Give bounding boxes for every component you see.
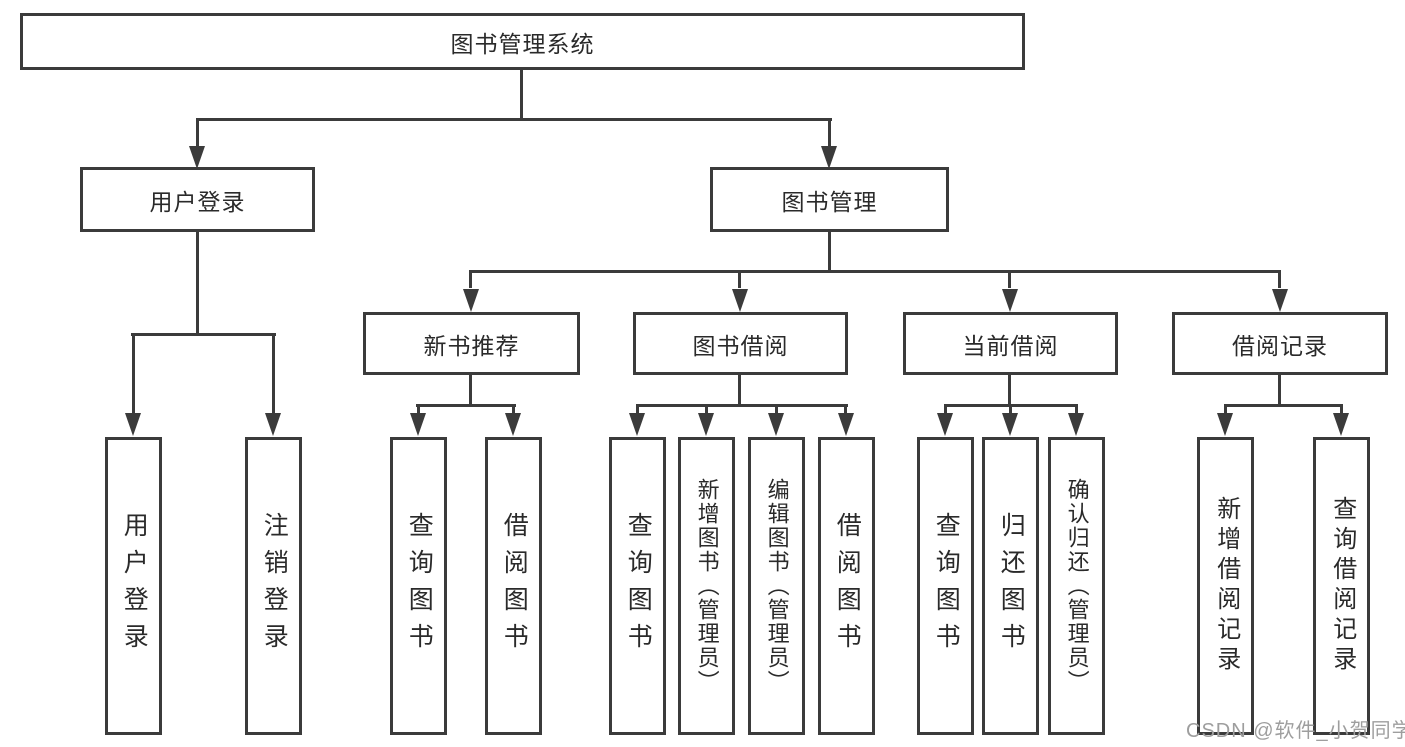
csdn-watermark: CSDN @软件_小贺同学 bbox=[1186, 720, 1405, 742]
connector-stub-query-books-1 bbox=[417, 404, 420, 415]
connector-drop-user-login-leaf bbox=[132, 335, 135, 414]
connector-drop-current-borrowing bbox=[1008, 272, 1011, 288]
arrowhead-to-query-record bbox=[1333, 413, 1349, 436]
leaf-query-books-1-label: 查询图书 bbox=[405, 512, 434, 660]
leaf-logout: 注销登录 bbox=[245, 437, 302, 735]
node-book-management: 图书管理 bbox=[710, 167, 949, 232]
connector-stub-return-books bbox=[1009, 404, 1012, 415]
leaf-return-books: 归还图书 bbox=[982, 437, 1039, 735]
leaf-query-borrow-record-label: 查询借阅记录 bbox=[1328, 496, 1356, 676]
connector-drop-borrowing-records bbox=[1278, 272, 1281, 288]
leaf-query-books-2-label: 查询图书 bbox=[624, 512, 653, 660]
connector-borrowing-records-branch bbox=[1224, 404, 1343, 407]
node-borrowing-records: 借阅记录 bbox=[1172, 312, 1388, 375]
arrowhead-to-logout-leaf bbox=[265, 413, 281, 436]
arrowhead-to-new-book bbox=[463, 289, 479, 312]
connector-level3-branch bbox=[469, 270, 1281, 273]
node-book-borrowing: 图书借阅 bbox=[633, 312, 848, 375]
connector-stub-add-record bbox=[1224, 404, 1227, 415]
arrowhead-to-query-books-3 bbox=[937, 413, 953, 436]
connector-book-borrowing-branch bbox=[636, 404, 848, 407]
node-current-borrowing: 当前借阅 bbox=[903, 312, 1118, 375]
arrowhead-to-confirm-return bbox=[1068, 413, 1084, 436]
connector-stub-query-books-2 bbox=[636, 404, 639, 415]
leaf-add-borrow-record: 新增借阅记录 bbox=[1197, 437, 1254, 735]
leaf-query-books-3-label: 查询图书 bbox=[932, 512, 961, 660]
arrowhead-to-borrow-books-2 bbox=[838, 413, 854, 436]
arrowhead-to-user-login-leaf bbox=[125, 413, 141, 436]
arrowhead-to-edit-books bbox=[768, 413, 784, 436]
leaf-borrow-books-1: 借阅图书 bbox=[485, 437, 542, 735]
connector-drop-new-book bbox=[469, 272, 472, 288]
node-user-login: 用户登录 bbox=[80, 167, 315, 232]
connector-stub-confirm-return bbox=[1075, 404, 1078, 415]
connector-stub-query-books-3 bbox=[944, 404, 947, 415]
leaf-query-books-1: 查询图书 bbox=[390, 437, 447, 735]
leaf-add-borrow-record-label: 新增借阅记录 bbox=[1212, 496, 1240, 676]
connector-new-book-stem bbox=[469, 375, 472, 407]
leaf-confirm-return-admin: 确认归还（管理员） bbox=[1048, 437, 1105, 735]
connector-current-borrowing-stem bbox=[1008, 375, 1011, 407]
leaf-query-borrow-record: 查询借阅记录 bbox=[1313, 437, 1370, 735]
node-new-book-recommendation: 新书推荐 bbox=[363, 312, 580, 375]
leaf-query-books-2: 查询图书 bbox=[609, 437, 666, 735]
arrowhead-to-add-record bbox=[1217, 413, 1233, 436]
connector-user-login-stem bbox=[196, 232, 199, 335]
connector-book-borrowing-stem bbox=[738, 375, 741, 407]
leaf-return-books-label: 归还图书 bbox=[997, 512, 1026, 660]
leaf-add-books-admin: 新增图书（管理员） bbox=[678, 437, 735, 735]
arrowhead-to-book-borrowing bbox=[732, 289, 748, 312]
leaf-edit-books-admin-label: 编辑图书（管理员） bbox=[764, 478, 790, 694]
leaf-confirm-return-admin-label: 确认归还（管理员） bbox=[1064, 478, 1090, 694]
connector-book-management-stem bbox=[828, 232, 831, 272]
leaf-borrow-books-1-label: 借阅图书 bbox=[500, 512, 529, 660]
connector-stub-borrow-books-2 bbox=[844, 404, 847, 415]
connector-stub-borrow-books-1 bbox=[512, 404, 515, 415]
arrowhead-to-add-books bbox=[698, 413, 714, 436]
connector-stub-query-record bbox=[1340, 404, 1343, 415]
leaf-borrow-books-2-label: 借阅图书 bbox=[833, 512, 862, 660]
connector-drop-book-borrowing bbox=[738, 272, 741, 288]
leaf-query-books-3: 查询图书 bbox=[917, 437, 974, 735]
connector-level1-branch bbox=[196, 118, 832, 121]
connector-stub-edit-books bbox=[775, 404, 778, 415]
arrowhead-to-borrowing-records bbox=[1272, 289, 1288, 312]
leaf-borrow-books-2: 借阅图书 bbox=[818, 437, 875, 735]
leaf-logout-label: 注销登录 bbox=[260, 512, 289, 660]
connector-borrowing-records-stem bbox=[1278, 375, 1281, 407]
arrowhead-to-query-books-1 bbox=[410, 413, 426, 436]
connector-user-login-branch bbox=[131, 333, 276, 336]
connector-drop-user-login bbox=[196, 120, 199, 147]
leaf-add-books-admin-label: 新增图书（管理员） bbox=[694, 478, 720, 694]
leaf-user-login: 用户登录 bbox=[105, 437, 162, 735]
arrowhead-to-user-login bbox=[189, 146, 205, 169]
connector-stub-add-books bbox=[705, 404, 708, 415]
connector-drop-logout-leaf bbox=[272, 335, 275, 414]
node-library-management-system: 图书管理系统 bbox=[20, 13, 1025, 70]
connector-drop-book-management bbox=[828, 120, 831, 147]
arrowhead-to-borrow-books-1 bbox=[505, 413, 521, 436]
arrowhead-to-return-books bbox=[1002, 413, 1018, 436]
arrowhead-to-book-management bbox=[821, 146, 837, 169]
arrowhead-to-query-books-2 bbox=[629, 413, 645, 436]
connector-new-book-branch bbox=[416, 404, 516, 407]
leaf-user-login-label: 用户登录 bbox=[120, 512, 149, 660]
leaf-edit-books-admin: 编辑图书（管理员） bbox=[748, 437, 805, 735]
arrowhead-to-current-borrowing bbox=[1002, 289, 1018, 312]
connector-root-stem bbox=[520, 70, 523, 120]
